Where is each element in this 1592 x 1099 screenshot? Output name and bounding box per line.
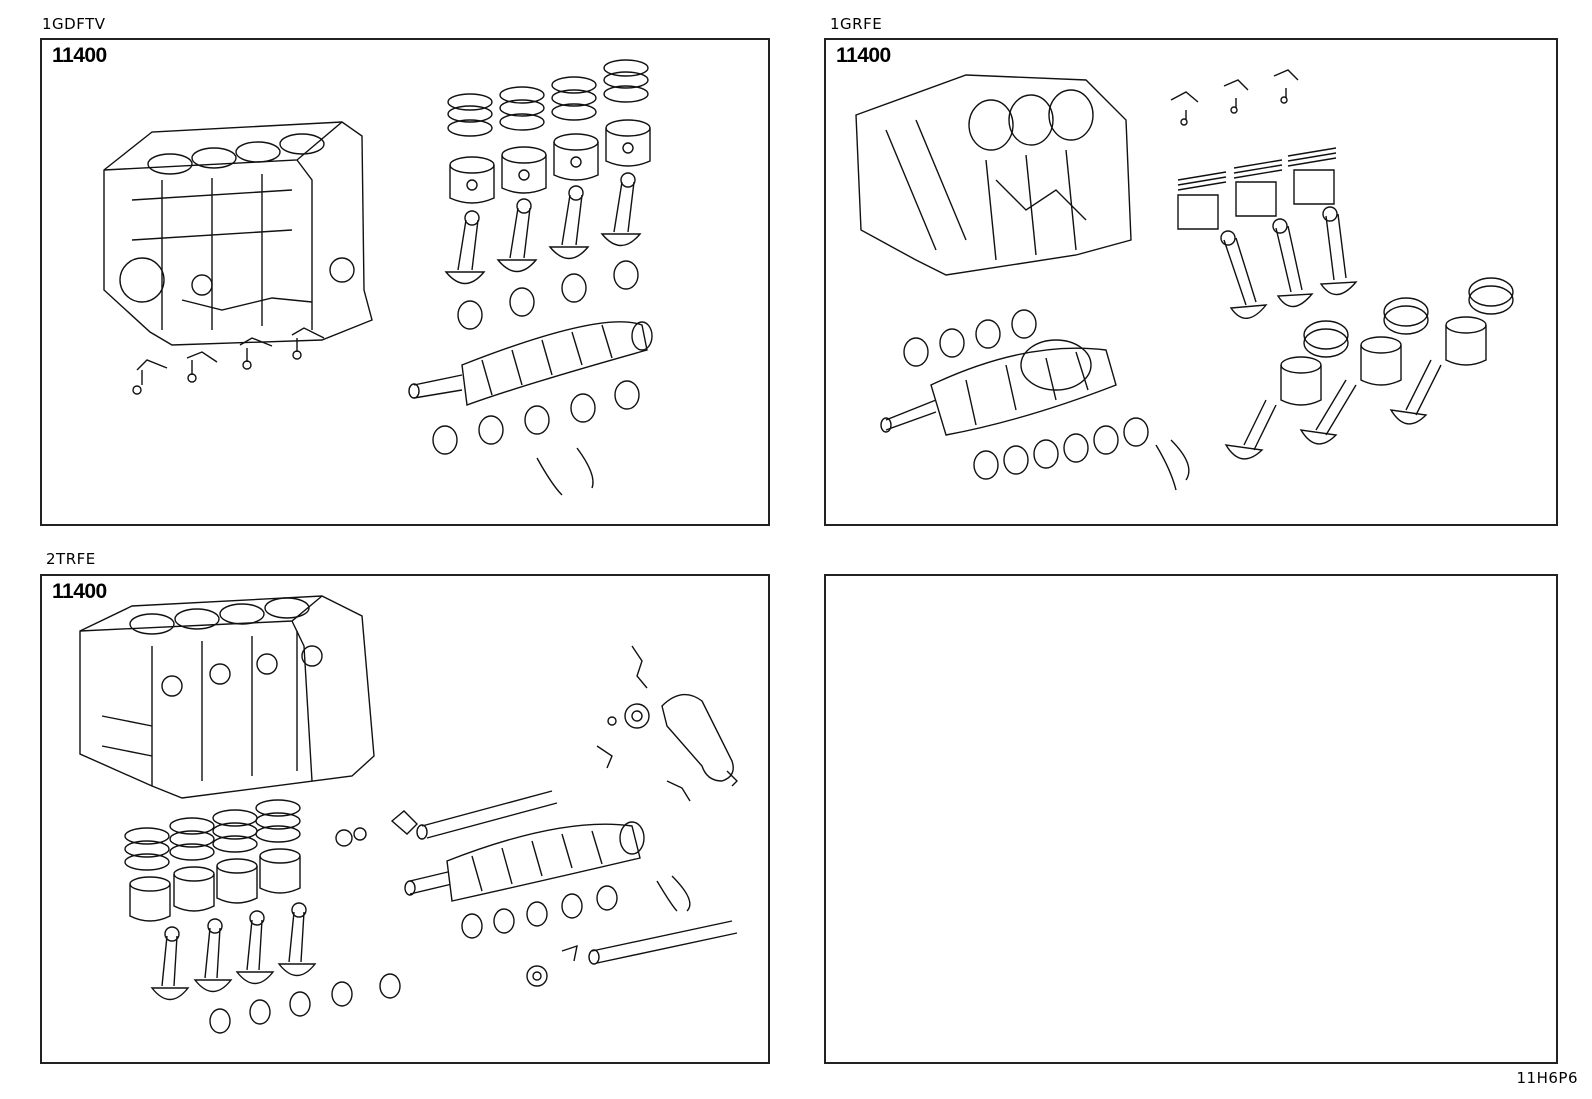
- connecting-rod-icon: [152, 903, 315, 1000]
- bolt-icon: [1171, 70, 1298, 125]
- main-bearing-icon: [974, 418, 1189, 490]
- diagram-panel-1grfe: 11400: [824, 38, 1558, 526]
- camshaft-icon: [527, 921, 737, 986]
- bearing-icon: [210, 974, 400, 1033]
- bearing-icon: [904, 310, 1036, 366]
- crankshaft-icon: [409, 322, 652, 405]
- engine-label-1gdftv: 1GDFTV: [42, 15, 106, 33]
- main-bearing-icon: [462, 876, 690, 938]
- exploded-parts-drawing: [42, 40, 770, 526]
- empty-diagram-panel: [824, 574, 1558, 1064]
- bearing-icon: [458, 261, 638, 329]
- connecting-rod-icon: [446, 173, 640, 284]
- piston-icon: [1178, 170, 1334, 229]
- piston-ring-icon: [1178, 148, 1336, 190]
- crankshaft-icon: [881, 340, 1116, 435]
- piston-ring-icon: [448, 60, 648, 136]
- cylinder-block-icon: [80, 596, 374, 798]
- exploded-parts-drawing: [826, 40, 1558, 526]
- timing-chain-icon: [597, 646, 737, 801]
- crankshaft-icon: [405, 822, 644, 901]
- engine-label-1grfe: 1GRFE: [830, 15, 883, 33]
- diagram-panel-2trfe: 11400: [40, 574, 770, 1064]
- piston-icon: [1281, 317, 1486, 405]
- cylinder-block-icon: [856, 75, 1131, 275]
- piston-icon: [130, 849, 300, 921]
- part-code: 11400: [52, 44, 107, 67]
- piston-ring-icon: [125, 800, 300, 870]
- illustration-code: 11H6P6: [1516, 1069, 1578, 1087]
- connecting-rod-icon: [1226, 360, 1441, 459]
- piston-ring-icon: [1304, 278, 1513, 357]
- cylinder-block-icon: [104, 122, 372, 345]
- engine-label-2trfe: 2TRFE: [46, 550, 96, 568]
- main-bearing-icon: [433, 381, 639, 495]
- connecting-rod-icon: [1221, 207, 1356, 318]
- oil-jet-icon: [133, 328, 324, 394]
- balance-shaft-icon: [336, 791, 557, 846]
- piston-icon: [450, 120, 650, 203]
- part-code: 11400: [836, 44, 891, 67]
- diagram-panel-1gdftv: 11400: [40, 38, 770, 526]
- exploded-parts-drawing: [42, 576, 770, 1064]
- part-code: 11400: [52, 580, 107, 603]
